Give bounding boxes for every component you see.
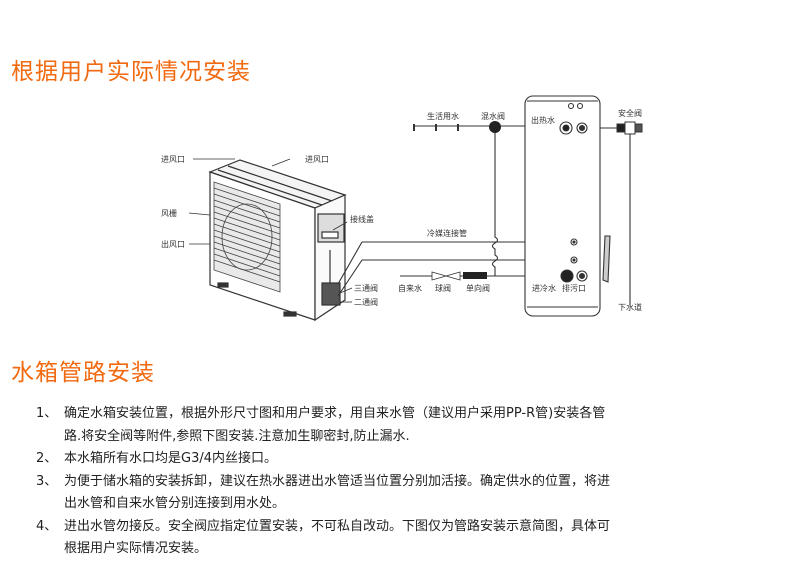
label-air-outlet: 出风口 — [161, 239, 185, 249]
label-air-inlet-left: 进风口 — [161, 155, 185, 164]
label-safety-valve: 安全阀 — [618, 108, 642, 118]
label-ball-valve: 球阀 — [435, 283, 451, 293]
label-fan-grille: 风栅 — [161, 208, 177, 218]
outdoor-unit-callouts — [188, 158, 353, 303]
outdoor-unit — [208, 159, 347, 322]
label-three-way-valve: 三通阀 — [354, 283, 378, 293]
step-number: 3、 — [36, 473, 58, 489]
step-number: 4、 — [36, 518, 58, 534]
label-check-valve: 单向阀 — [466, 283, 490, 293]
label-tap-water: 自来水 — [398, 283, 422, 293]
step-line: 确定水箱安装位置，根据外形尺寸图和用户要求，用自来水管（建议用户采用PP-R管)… — [64, 406, 606, 421]
safety-valve-icon — [616, 121, 643, 135]
label-sewer: 下水道 — [618, 302, 642, 312]
label-two-way-valve: 二通阀 — [354, 297, 378, 307]
label-junction-cover: 接线盖 — [350, 214, 374, 224]
step-2: 2、 本水箱所有水口均是G3/4内丝接口。 — [36, 448, 776, 471]
label-air-inlet-top: 进风口 — [305, 155, 329, 164]
step-line: 进出水管勿接反。安全阀应指定位置安装，不可私自改动。下图仅为管路安装示意简图，具… — [64, 518, 611, 534]
check-valve-icon — [463, 272, 487, 279]
label-hot-water-out: 出热水 — [531, 115, 555, 125]
step-line: 路.将安全阀等附件,参照下图安装.注意加生聊密封,防止漏水. — [64, 428, 410, 444]
section-title-install-per-user: 根据用户实际情况安装 — [11, 59, 251, 85]
label-mixing-valve: 混水阀 — [481, 111, 505, 121]
ball-valve-icon — [431, 271, 461, 281]
step-number: 2、 — [36, 451, 58, 466]
step-number: 1、 — [36, 406, 58, 421]
label-drain-outlet: 排污口 — [562, 283, 586, 293]
section-title-tank-piping: 水箱管路安装 — [11, 360, 155, 386]
step-4: 4、 进出水管勿接反。安全阀应指定位置安装，不可私自改动。下图仅为管路安装示意简… — [36, 516, 776, 561]
label-domestic-water: 生活用水 — [427, 111, 459, 121]
step-3: 3、 为便于储水箱的安装拆卸，建议在热水器进出水管适当位置分别加活接。确定供水的… — [36, 471, 776, 516]
mixing-valve-icon — [489, 121, 501, 133]
step-1: 1、 确定水箱安装位置，根据外形尺寸图和用户要求，用自来水管（建议用户采用PP-… — [36, 403, 776, 448]
step-line: 本水箱所有水口均是G3/4内丝接口。 — [64, 451, 277, 466]
step-line: 根据用户实际情况安装。 — [64, 541, 208, 556]
installation-steps: 1、 确定水箱安装位置，根据外形尺寸图和用户要求，用自来水管（建议用户采用PP-… — [36, 403, 776, 561]
label-cold-water-in: 进冷水 — [532, 283, 556, 293]
water-tank — [524, 95, 601, 317]
label-refrigerant-pipe: 冷媒连接管 — [427, 228, 467, 238]
step-line: 出水管和自来水管分别连接到用水处。 — [64, 496, 286, 511]
step-line: 为便于储水箱的安装拆卸，建议在热水器进出水管适当位置分别加活接。确定供水的位置，… — [64, 473, 611, 489]
piping-lines — [337, 124, 631, 305]
installation-diagram: 进风口 进风口 风栅 出风口 接线盖 三通阀 二通阀 — [161, 95, 643, 322]
